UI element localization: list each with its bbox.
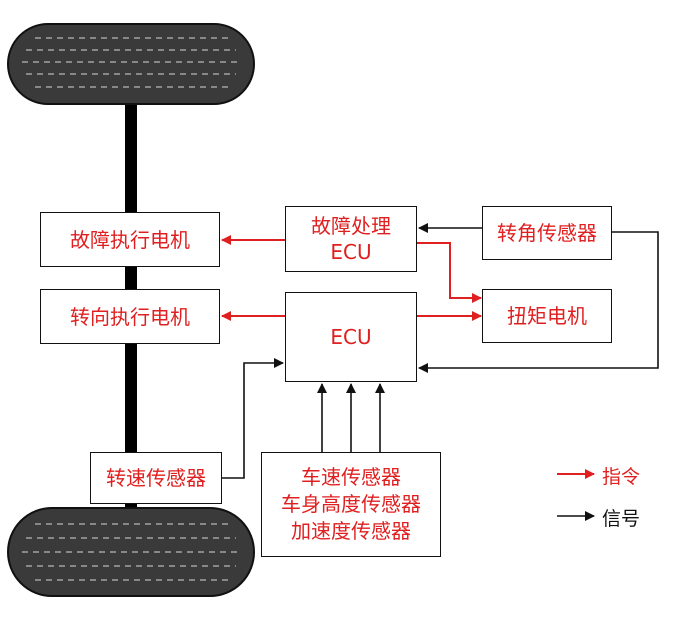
steering-actuator-motor-label: 转向执行电机 [70,304,190,329]
ecu-label: ECU [330,325,372,349]
fault-ecu-label-line1: 故障处理 [311,214,391,238]
acceleration-sensor-label: 加速度传感器 [291,519,411,543]
torque-motor-box: 扭矩电机 [482,289,612,343]
steering-angle-sensor-label: 转角传感器 [497,221,597,245]
arrow-angle-sensor-to-ecu [418,231,659,373]
speed-sensor-box: 转速传感器 [90,452,222,504]
torque-motor-label: 扭矩电机 [507,304,587,328]
steering-angle-sensor-box: 转角传感器 [482,206,612,260]
fault-actuator-motor-label: 故障执行电机 [70,227,190,252]
legend-signal-label: 信号 [602,508,641,530]
arrow-fault-ecu-to-torque-motor [417,242,482,303]
fault-actuator-motor-box: 故障执行电机 [40,212,220,267]
legend-command-label: 指令 [602,466,641,488]
vehicle-speed-sensor-label: 车速传感器 [301,465,401,489]
vehicle-sensors-box: 车速传感器 车身高度传感器 加速度传感器 [261,452,441,557]
bottom-tire [7,507,255,597]
fault-ecu-box: 故障处理 ECU [285,206,417,272]
steering-actuator-motor-box: 转向执行电机 [40,289,220,344]
speed-sensor-label: 转速传感器 [106,466,206,490]
ecu-box: ECU [285,292,417,382]
top-tire [7,23,255,105]
arrow-speed-sensor-to-ecu [222,358,284,479]
body-height-sensor-label: 车身高度传感器 [281,492,421,516]
fault-ecu-label-line2: ECU [330,240,372,264]
